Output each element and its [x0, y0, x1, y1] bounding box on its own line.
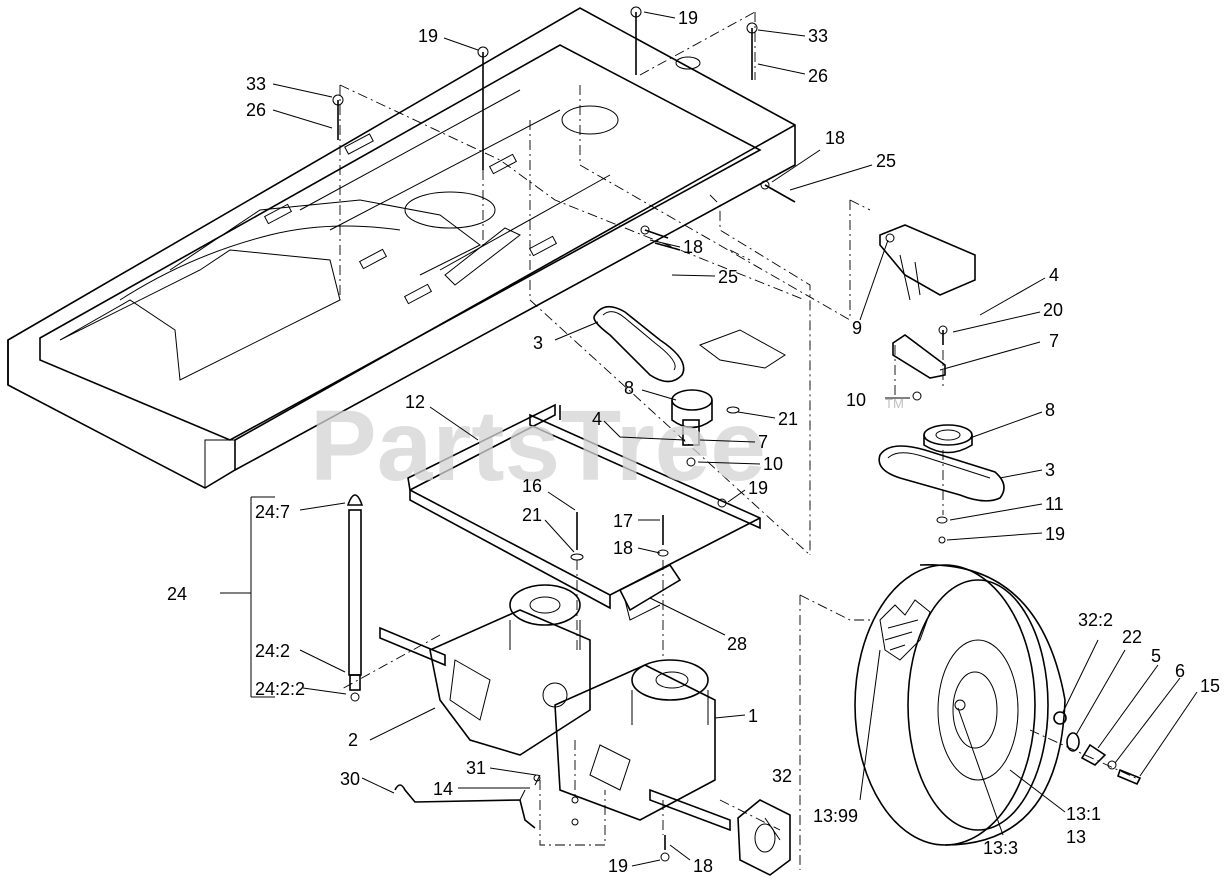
- callout-19-c: 19: [1045, 524, 1065, 544]
- callout-33-a: 33: [808, 26, 828, 46]
- callout-20: 20: [1043, 300, 1063, 320]
- callout-18-c: 18: [613, 538, 633, 558]
- drive-belt-right: [878, 445, 1005, 502]
- callout-10-a: 10: [763, 454, 783, 474]
- callout-18-a: 18: [825, 128, 845, 148]
- callout-24: 24: [167, 584, 187, 604]
- callout-1: 1: [748, 706, 758, 726]
- callout-13: 13: [1066, 827, 1086, 847]
- callout-7-a: 7: [1049, 331, 1059, 351]
- callout-24-7: 24:7: [255, 502, 290, 522]
- callout-2: 2: [348, 730, 358, 750]
- callout-13-1: 13:1: [1066, 804, 1101, 824]
- belt-guard: [698, 329, 786, 369]
- transmission-mount-frame: [407, 403, 761, 621]
- callout-30: 30: [340, 769, 360, 789]
- callout-13-99: 13:99: [813, 806, 858, 826]
- callout-21-a: 21: [778, 409, 798, 429]
- callout-6: 6: [1175, 661, 1185, 681]
- callout-24-2-2: 24:2:2: [255, 679, 305, 699]
- idler-bracket: [879, 224, 976, 379]
- callout-26-a: 26: [808, 66, 828, 86]
- callout-bracket: [220, 496, 275, 698]
- watermark-tm: TM: [885, 396, 904, 411]
- callout-11: 11: [1045, 494, 1064, 514]
- callout-28: 28: [727, 634, 747, 654]
- callout-14: 14: [433, 779, 453, 799]
- transmission-left: [379, 584, 591, 756]
- callout-8-a: 8: [624, 378, 634, 398]
- callout-19-b: 19: [678, 8, 698, 28]
- callout-25-a: 25: [876, 151, 896, 171]
- callout-31: 31: [466, 758, 486, 778]
- callout-32: 32: [772, 766, 792, 786]
- callout-4-b: 4: [592, 409, 602, 429]
- leader-lines: [272, 11, 1198, 867]
- callout-18-d: 18: [693, 856, 713, 876]
- callout-12: 12: [405, 392, 425, 412]
- wheel-hub: [737, 799, 791, 876]
- callout-24-2: 24:2: [255, 641, 290, 661]
- callout-16: 16: [522, 476, 542, 496]
- rear-wheel-tire: [854, 564, 1066, 846]
- callout-15: 15: [1200, 676, 1220, 696]
- pulley-right: [912, 391, 973, 544]
- pulley-left: [671, 389, 740, 467]
- control-rod: [394, 774, 541, 829]
- callout-5: 5: [1151, 646, 1161, 666]
- callout-labels: 19 19 33 26 33 26 18 25 18 25 9 4 20 7 3…: [167, 8, 1220, 876]
- rod-assembly: [346, 494, 364, 702]
- callout-19-a: 19: [418, 26, 438, 46]
- callout-33-b: 33: [246, 74, 266, 94]
- callout-9: 9: [852, 318, 862, 338]
- callout-18-b: 18: [683, 237, 703, 257]
- transmission-right: [554, 659, 731, 832]
- callout-3-a: 3: [533, 333, 543, 353]
- wheel-hardware: [1053, 711, 1142, 786]
- callout-4-a: 4: [1049, 265, 1059, 285]
- callout-3-b: 3: [1045, 460, 1055, 480]
- callout-17: 17: [613, 511, 633, 531]
- callout-13-3: 13:3: [983, 838, 1018, 858]
- callout-26-b: 26: [246, 100, 266, 120]
- callout-10-b: 10: [846, 390, 866, 410]
- callout-22: 22: [1122, 627, 1142, 647]
- watermark-text: PartsTree: [310, 390, 766, 502]
- callout-7-b: 7: [758, 432, 768, 452]
- callout-21-b: 21: [522, 505, 542, 525]
- callout-8-b: 8: [1045, 400, 1055, 420]
- chassis-frame: [7, 7, 796, 489]
- drive-belt-left: [593, 305, 685, 383]
- callout-19-d: 19: [748, 478, 768, 498]
- callout-32-2: 32:2: [1078, 610, 1113, 630]
- callout-25-b: 25: [718, 267, 738, 287]
- callout-19-e: 19: [608, 856, 628, 876]
